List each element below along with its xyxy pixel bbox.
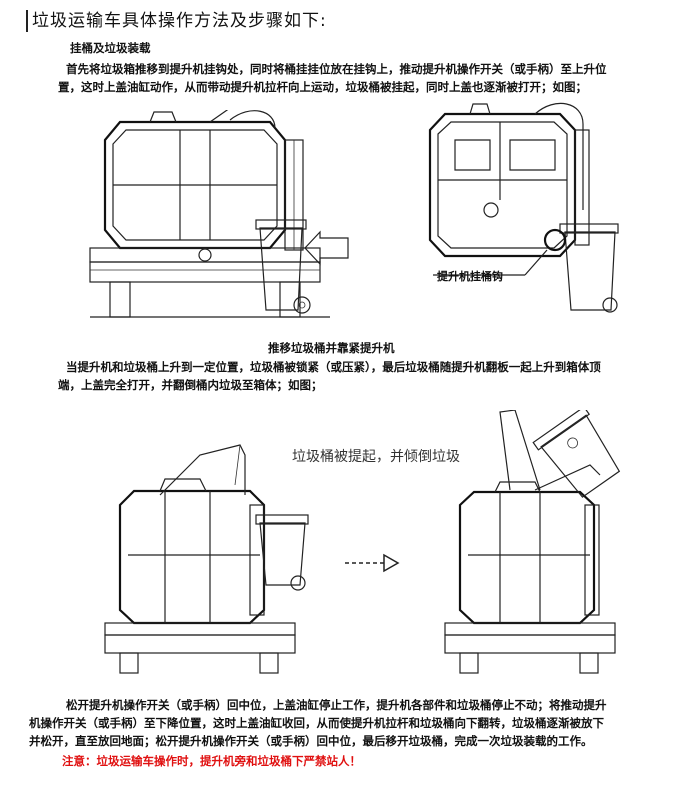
sequence-arrow-icon (345, 553, 400, 573)
garbage-bin-drawing (255, 219, 311, 314)
paragraph-line: 置，这时上盖油缸动作，从而带动提升机拉杆向上运动，垃圾桶被挂起，同时上盖也逐渐被… (58, 80, 587, 94)
hook-label: 提升机挂桶钩 (437, 269, 503, 283)
paragraph-line: 并松开，直至放回地面；松开提升机操作开关（或手柄）回中位，最后移开垃圾桶，完成一… (29, 734, 593, 748)
truck-body-drawing (428, 102, 590, 258)
figure-truck-rear-bin-approach (89, 110, 349, 318)
paragraph-line: 首先将垃圾箱推移到提升机挂钩处，同时将桶挂挂位放在挂钩上，推动提升机操作开关（或… (66, 62, 607, 76)
figure-bin-hooked: 提升机挂桶钩 (428, 102, 619, 313)
paragraph-line: 松开提升机操作开关（或手柄）回中位，上盖油缸停止工作，提升机各部件和垃圾桶停止不… (66, 698, 607, 712)
figure-bin-dumping (444, 410, 621, 674)
truck-body-drawing (104, 444, 296, 674)
page-title: 垃圾运输车具体操作方法及步骤如下: (26, 10, 327, 32)
truck-body-drawing (444, 410, 616, 674)
garbage-bin-drawing (255, 514, 309, 591)
hook-callout (433, 228, 567, 276)
truck-body-drawing (89, 110, 330, 318)
section-heading-hang-bin: 挂桶及垃圾装载 (70, 41, 151, 55)
push-arrow-icon (304, 230, 349, 266)
paragraph-step1: 首先将垃圾箱推移到提升机挂钩处，同时将桶挂挂位放在挂钩上，推动提升机操作开关（或… (58, 60, 666, 96)
section-heading-push-bin: 推移垃圾桶并靠紧提升机 (268, 341, 395, 355)
garbage-bin-drawing (559, 223, 619, 313)
safety-warning: 注意：垃圾运输车操作时，提升机旁和垃圾桶下严禁站人！ (62, 754, 361, 768)
figure-bin-lifting (104, 444, 309, 674)
paragraph-line: 机操作开关（或手柄）至下降位置，这时上盖油缸收回，从而使提升机拉杆和垃圾桶向下翻… (29, 716, 604, 730)
dump-caption: 垃圾桶被提起，并倾倒垃圾 (292, 449, 460, 465)
paragraph-line: 当提升机和垃圾桶上升到一定位置，垃圾桶被锁紧（或压紧），最后垃圾桶随提升机翻板一… (66, 360, 601, 374)
paragraph-line: 端，上盖完全打开，并翻倒桶内垃圾至箱体；如图； (58, 378, 323, 392)
paragraph-step2: 当提升机和垃圾桶上升到一定位置，垃圾桶被锁紧（或压紧），最后垃圾桶随提升机翻板一… (58, 358, 666, 394)
paragraph-step3: 松开提升机操作开关（或手柄）回中位，上盖油缸停止工作，提升机各部件和垃圾桶停止不… (29, 696, 676, 750)
garbage-bin-drawing (532, 410, 621, 498)
